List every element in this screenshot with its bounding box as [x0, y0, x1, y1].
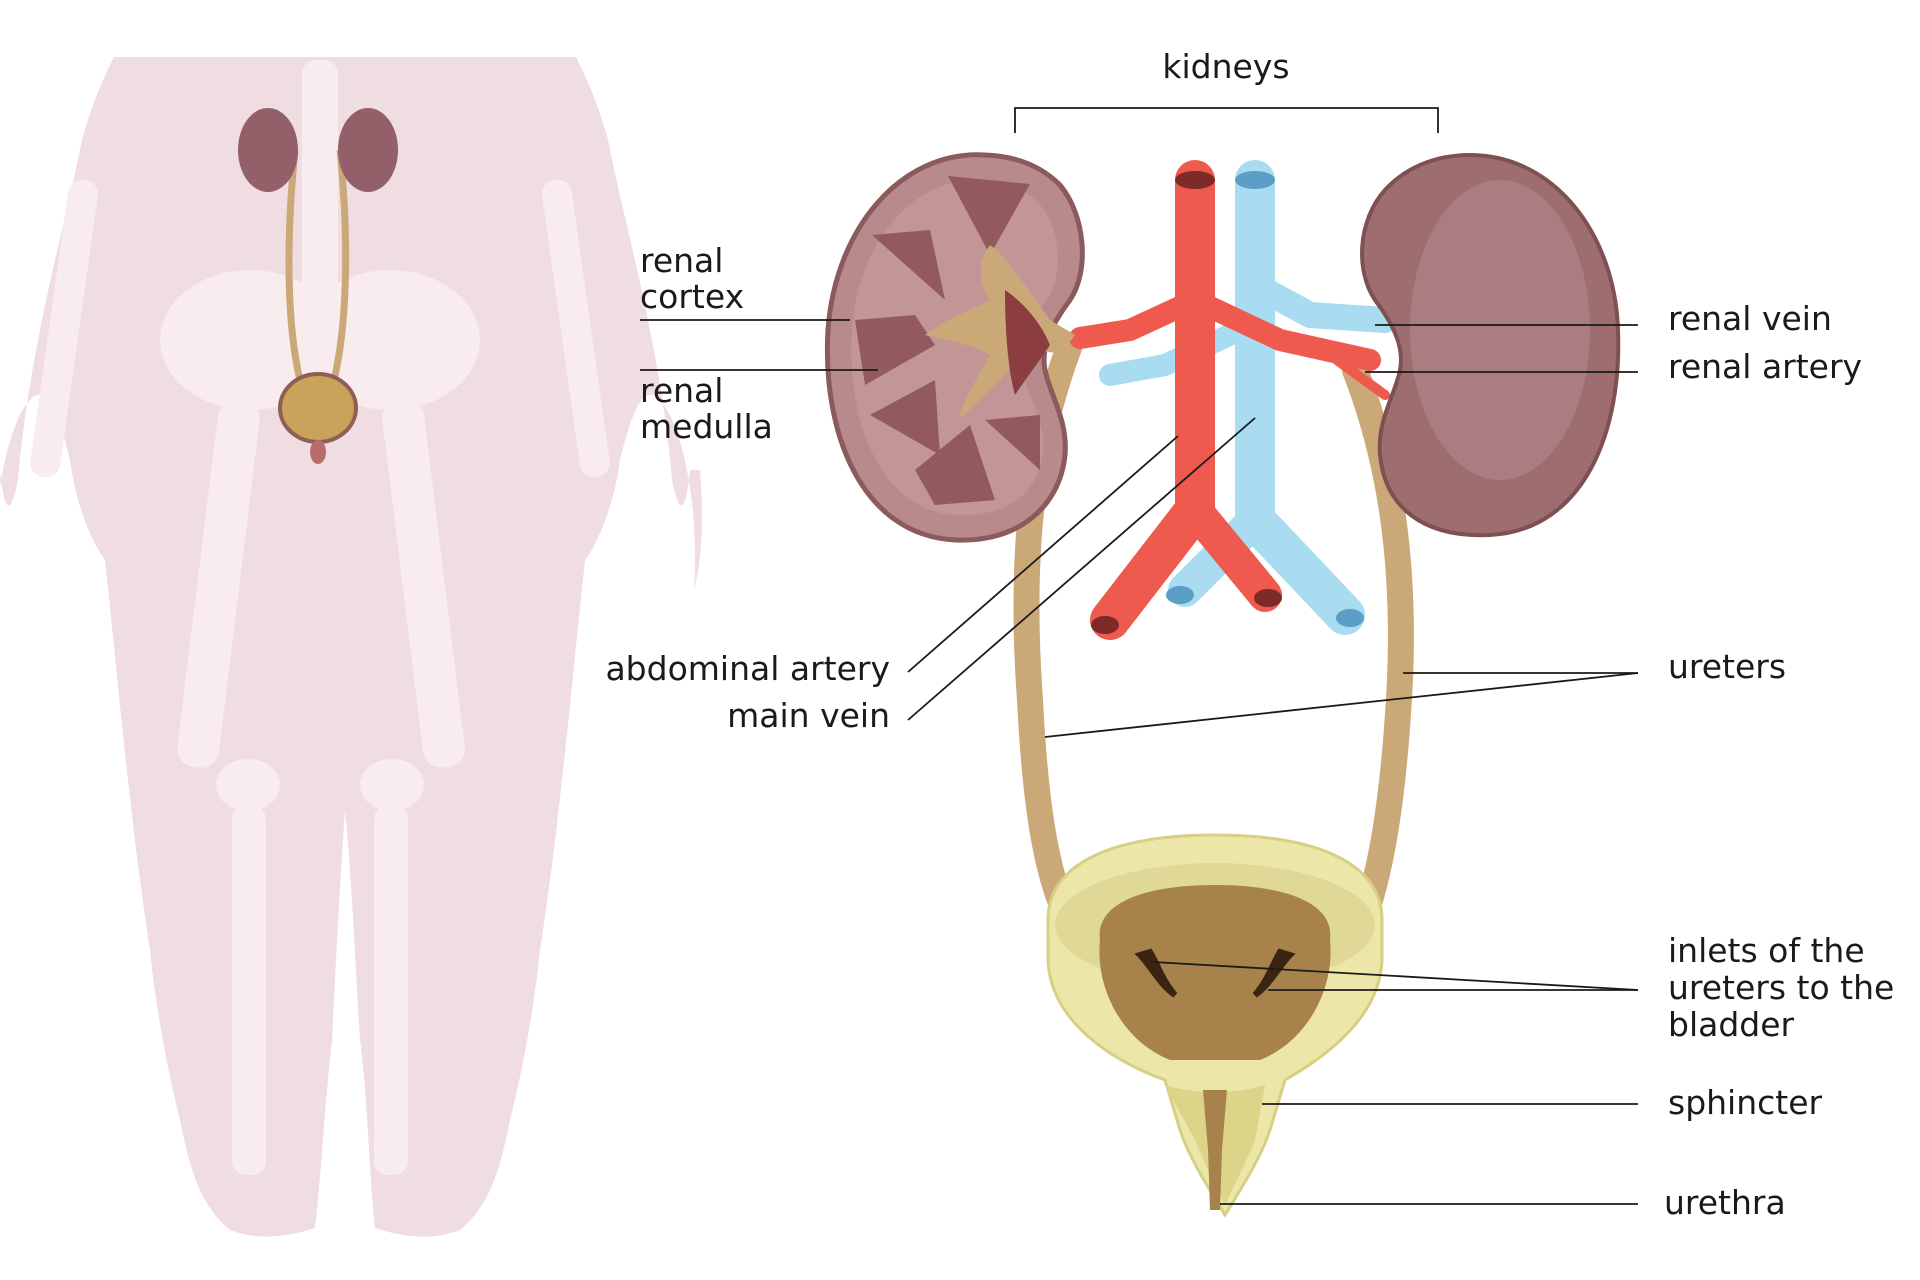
pyramid: [872, 230, 945, 300]
femur-left: [177, 399, 260, 768]
label-renal-medulla-line2: medulla: [640, 407, 773, 446]
artery-top-opening: [1175, 171, 1215, 189]
pyramid: [855, 315, 935, 385]
body-silhouette: [0, 57, 702, 1237]
leader-lines: [640, 107, 1639, 1205]
abdominal-artery-shape: [1069, 160, 1390, 640]
renal-artery-right-twig: [1325, 350, 1390, 400]
kidney-external: [1360, 152, 1621, 538]
humerus-left: [30, 179, 99, 478]
pyramid: [985, 415, 1040, 470]
ureter-inlet-left: [1134, 948, 1178, 998]
renal-artery-left-shape: [1069, 289, 1206, 349]
label-renal-cortex-line2: cortex: [640, 277, 744, 316]
small-kidney-left: [238, 108, 298, 192]
labels: kidneys renal cortex renal medulla renal…: [605, 47, 1894, 1222]
small-bladder: [278, 372, 358, 444]
label-inlets-line2: ureters to the: [1668, 968, 1894, 1007]
body-silhouette-figure: [0, 57, 702, 1237]
small-urethra: [310, 440, 326, 464]
small-ureter-right: [330, 149, 350, 381]
label-inlets-line3: bladder: [1668, 1005, 1795, 1044]
renal-medulla-pyramids: [855, 176, 1040, 505]
ureter-inlet-right: [1252, 948, 1296, 998]
renal-pelvis-shape: [925, 245, 1075, 420]
small-urinary-system: [238, 108, 398, 464]
knee-right: [360, 759, 424, 811]
kidneys-bracket: [1014, 107, 1439, 133]
ureters-leader-left: [1044, 672, 1639, 738]
kidney-cross-section: [824, 152, 1085, 543]
pyramid: [915, 425, 995, 505]
vein-end-left: [1166, 586, 1194, 604]
bladder-inner-cavity: [1099, 885, 1331, 1060]
artery-end-right: [1254, 589, 1282, 607]
humerus-right: [541, 179, 610, 478]
pelvis-left: [160, 270, 340, 410]
kidney-hilum-shade: [1005, 290, 1050, 395]
label-ureters: ureters: [1668, 647, 1786, 686]
vein-top-opening: [1235, 171, 1275, 189]
tibia-right: [374, 805, 408, 1175]
skeleton: [30, 60, 610, 1175]
label-renal-cortex-line1: renal: [640, 241, 723, 280]
label-renal-artery: renal artery: [1668, 347, 1862, 386]
artery-end-left: [1091, 616, 1119, 634]
label-renal-medulla-line1: renal: [640, 371, 723, 410]
artery-trunk: [1090, 160, 1215, 640]
artery-right-branch: [1178, 493, 1282, 612]
label-kidneys: kidneys: [1162, 47, 1289, 86]
inlets-leader-left: [1152, 961, 1639, 991]
bladder-shape: [1046, 833, 1384, 1218]
kidney-right-highlight: [1410, 180, 1590, 480]
urethra-shape: [1203, 1090, 1227, 1210]
pyramid: [870, 380, 940, 455]
small-ureter-left: [285, 149, 304, 381]
knee-left: [216, 759, 280, 811]
label-sphincter: sphincter: [1668, 1083, 1823, 1122]
label-inlets-line1: inlets of the: [1668, 931, 1865, 970]
label-main-vein: main vein: [727, 696, 890, 735]
tibia-left: [232, 805, 266, 1175]
renal-artery-right-shape: [1184, 289, 1381, 371]
label-urethra: urethra: [1664, 1183, 1786, 1222]
pyramid: [948, 176, 1030, 255]
abdominal-artery-leader: [907, 435, 1179, 673]
main-vein-leader: [907, 417, 1256, 721]
label-renal-vein: renal vein: [1668, 299, 1832, 338]
small-kidney-right: [338, 108, 398, 192]
label-abdominal-artery: abdominal artery: [605, 649, 890, 688]
renal-vein-right-shape: [1242, 272, 1398, 333]
vein-end-right: [1336, 609, 1364, 627]
vein-trunk: [1235, 160, 1365, 635]
femur-right: [382, 399, 465, 768]
